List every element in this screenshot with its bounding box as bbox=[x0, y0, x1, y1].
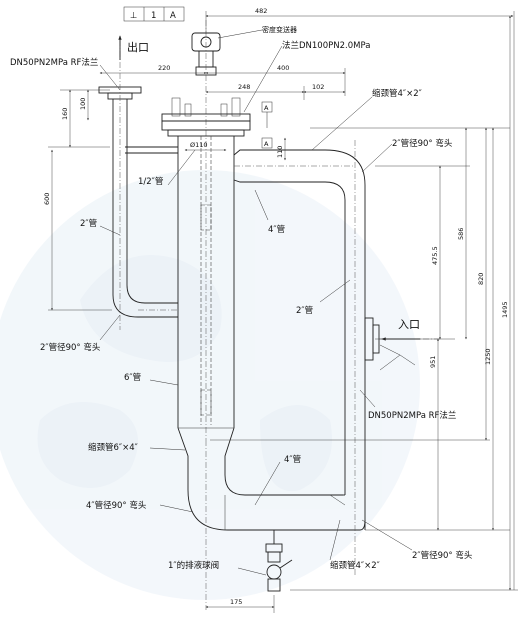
label-drain-valve: 1″的排液球阀 bbox=[168, 560, 219, 571]
label-elbow-2-bottom: 2″管径90° 弯头 bbox=[412, 550, 473, 561]
dim-dia110: Ø110 bbox=[190, 141, 208, 149]
label-pipe-4-top: 4″管 bbox=[268, 224, 285, 235]
dim-248: 248 bbox=[238, 83, 250, 91]
label-reducer-4x2-bottom: 缩颈管4″×2″ bbox=[330, 560, 380, 571]
dim-110: 110 bbox=[276, 146, 284, 158]
drain-valve bbox=[265, 530, 293, 592]
label-pipe-6: 6″管 bbox=[124, 372, 141, 383]
bottom-dimension: 175 bbox=[205, 595, 275, 613]
label-flange-inlet: DN50PN2MPa RF法兰 bbox=[368, 410, 456, 421]
label-pipe-half: 1/2″管 bbox=[138, 176, 163, 187]
label-elbow-4: 4″管径90° 弯头 bbox=[86, 500, 147, 511]
dim-175: 175 bbox=[230, 598, 242, 606]
label-flange-outlet: DN50PN2MPa RF法兰 bbox=[10, 57, 98, 68]
label-reducer-6x4: 缩颈管6″×4″ bbox=[88, 442, 138, 453]
main-column: Ø110 bbox=[161, 20, 360, 610]
label-elbow-2-left: 2″管径90° 弯头 bbox=[40, 342, 101, 353]
label-pipe-2-right: 2″管 bbox=[296, 305, 313, 316]
label-elbow-2-top: 2″管径90° 弯头 bbox=[392, 138, 453, 149]
datum-a-mid: A bbox=[264, 140, 269, 148]
tolerance-value: 1 bbox=[151, 11, 156, 21]
top-dimensions: 482 220 400 248 102 bbox=[99, 7, 515, 590]
dim-482: 482 bbox=[255, 7, 267, 15]
inlet-label: 入口 bbox=[398, 318, 420, 331]
dim-951: 951 bbox=[429, 356, 437, 368]
tolerance-frame: ⊥ 1 A bbox=[123, 6, 185, 22]
right-dimensions: 475.5 586 820 951 1250 1495 bbox=[210, 15, 518, 591]
dim-100: 100 bbox=[79, 98, 87, 110]
outlet-pipe: 出口 bbox=[98, 35, 178, 330]
label-transmitter: 密度变送器 bbox=[262, 25, 297, 34]
dim-102: 102 bbox=[312, 83, 324, 91]
globe-watermark bbox=[0, 170, 420, 600]
label-pipe-4-bottom: 4″管 bbox=[284, 454, 301, 465]
tolerance-symbol: ⊥ bbox=[130, 11, 137, 21]
dim-220: 220 bbox=[158, 64, 170, 72]
labels: 密度变送器 法兰DN100PN2.0MPa DN50PN2MPa RF法兰 缩颈… bbox=[10, 25, 473, 571]
dim-400: 400 bbox=[277, 64, 289, 72]
label-flange-top: 法兰DN100PN2.0MPa bbox=[282, 40, 370, 51]
datum-a-top: A bbox=[264, 104, 269, 112]
dim-820: 820 bbox=[477, 273, 485, 285]
leader-lines bbox=[99, 29, 413, 576]
left-dimensions: 160 100 600 bbox=[43, 89, 112, 311]
dim-600: 600 bbox=[43, 193, 51, 205]
tolerance-datum: A bbox=[170, 11, 176, 21]
outlet-label: 出口 bbox=[127, 40, 149, 54]
dim-1250: 1250 bbox=[484, 348, 492, 365]
label-pipe-2-left: 2″管 bbox=[80, 218, 97, 229]
dim-586: 586 bbox=[457, 228, 465, 240]
label-reducer-4x2-top: 缩颈管4″×2″ bbox=[372, 88, 422, 99]
dim-1495: 1495 bbox=[501, 301, 509, 318]
right-riser: 入口 A A 110 bbox=[233, 101, 440, 575]
dim-160: 160 bbox=[61, 108, 69, 120]
dim-475-5: 475.5 bbox=[431, 246, 439, 265]
